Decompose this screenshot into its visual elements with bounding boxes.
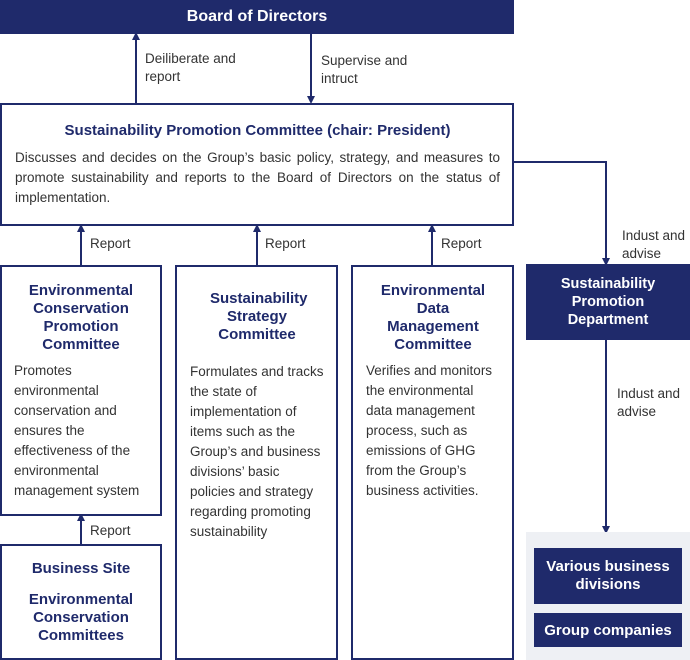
spd-title: Sustainability Promotion Department	[560, 276, 656, 328]
business-site-subtitle: Environmental Conservation Committees	[28, 591, 134, 644]
committee-title: Environmental Conservation Promotion Com…	[28, 282, 134, 353]
instruct-label-1: Indust and advise	[622, 228, 686, 261]
committee-title: Sustainability Strategy Committee	[210, 290, 308, 343]
committee-title: Environmental Data Management Committee	[380, 282, 486, 353]
spc-title: Sustainability Promotion Committee (chai…	[64, 122, 451, 139]
group-companies-label: Group companies	[544, 621, 672, 639]
board-title: Board of Directors	[186, 8, 328, 25]
committee-description: Promotes environmental conservation and …	[14, 363, 140, 498]
deliberate-label: Deiliberate and report	[145, 51, 236, 84]
business-site-box: Business Site Environmental Conservation…	[0, 544, 162, 660]
sustainability-strategy-committee-box: Sustainability Strategy Committee Formul…	[175, 265, 338, 660]
report-label-2: Report	[265, 236, 306, 251]
report-label-1: Report	[90, 236, 131, 251]
committee-description: Verifies and monitors the environmental …	[366, 363, 493, 498]
sustainability-promotion-committee-box: Sustainability Promotion Committee (chai…	[0, 103, 514, 226]
supervise-label: Supervise and intruct	[321, 53, 408, 86]
business-divisions-box: Various business divisions	[534, 548, 682, 604]
instruct-arrow-1	[514, 161, 610, 266]
report-label-3: Report	[441, 236, 482, 251]
sustainability-promotion-department-box: Sustainability Promotion Department	[526, 264, 690, 340]
business-divisions-label: Various business divisions	[546, 558, 670, 593]
spc-description: Discusses and decides on the Group’s bas…	[15, 150, 500, 205]
board-of-directors-box: Board of Directors	[0, 0, 514, 34]
business-site-title: Business Site	[31, 560, 131, 577]
group-companies-box: Group companies	[534, 613, 682, 647]
instruct-label-2: Indust and advise	[617, 386, 681, 419]
environmental-conservation-promotion-committee-box: Environmental Conservation Promotion Com…	[0, 265, 162, 516]
report-label-4: Report	[90, 523, 131, 538]
environmental-data-management-committee-box: Environmental Data Management Committee …	[351, 265, 514, 660]
committee-description: Formulates and tracks the state of imple…	[190, 364, 324, 539]
